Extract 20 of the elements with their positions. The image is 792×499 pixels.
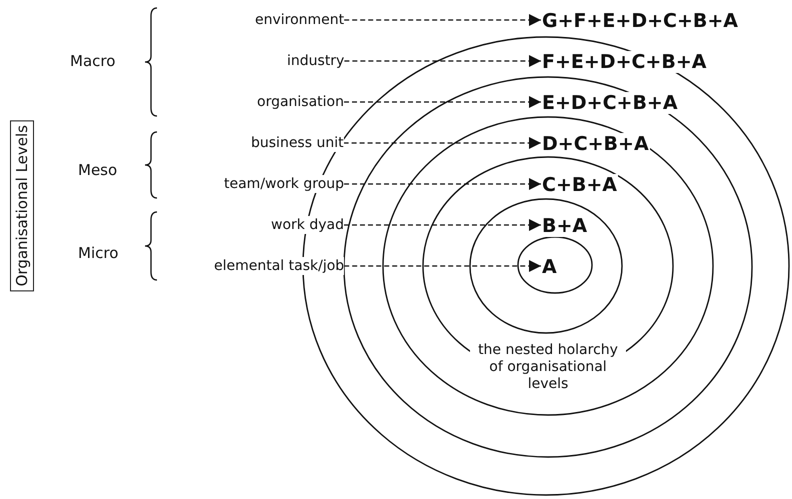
dashed-arrow	[344, 137, 541, 149]
level-label: organisation	[257, 93, 344, 111]
level-label: industry	[287, 52, 344, 70]
boxed-axis-title: Organisational Levels	[10, 120, 34, 291]
level-label: elemental task/job	[214, 257, 344, 275]
dashed-arrow	[344, 96, 541, 108]
dashed-arrow	[344, 219, 541, 231]
dashed-arrow	[344, 14, 541, 26]
level-group-label: Micro	[78, 244, 118, 262]
level-label: team/work group	[224, 175, 344, 193]
level-formula: F+E+D+C+B+A	[541, 51, 708, 73]
level-label: work dyad	[271, 216, 344, 234]
level-group-label: Macro	[70, 52, 116, 70]
dashed-arrow	[344, 260, 541, 272]
dashed-arrow	[344, 55, 541, 67]
level-formula: B+A	[541, 215, 588, 237]
level-formula: E+D+C+B+A	[541, 92, 679, 114]
dashed-arrow	[344, 178, 541, 190]
level-group-label: Meso	[78, 161, 118, 179]
level-label: business unit	[251, 134, 344, 152]
